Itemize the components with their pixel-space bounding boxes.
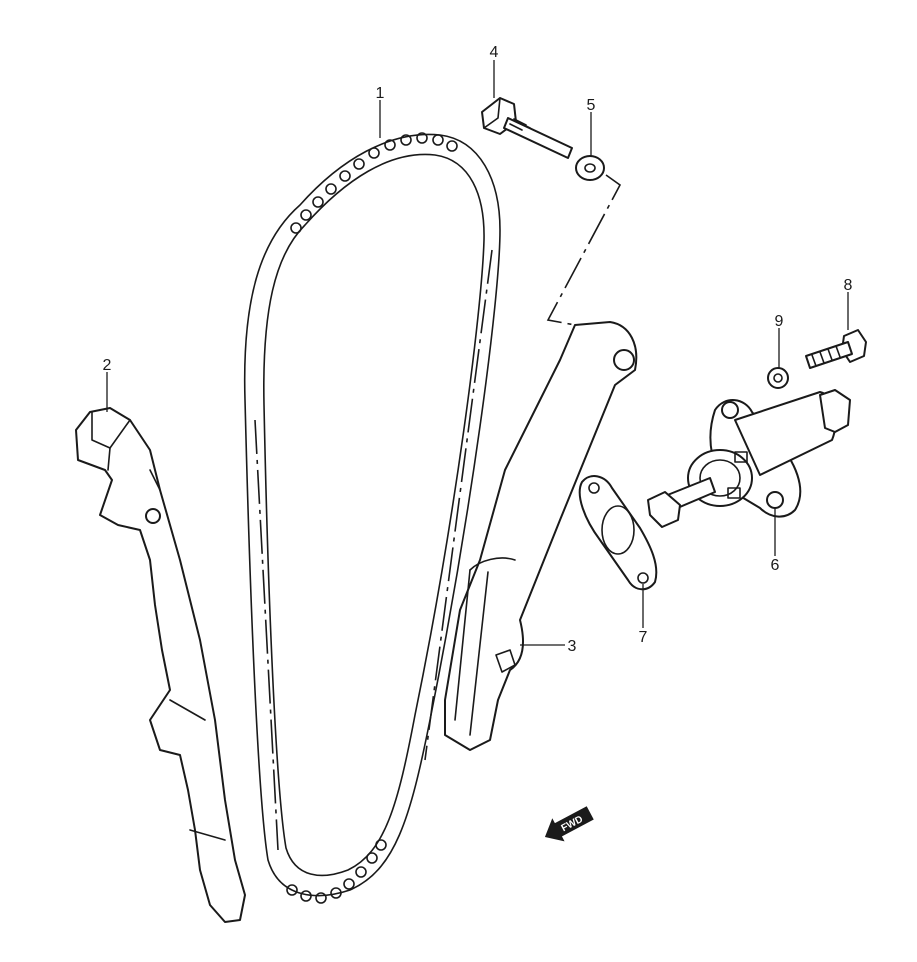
chain-links-top <box>290 132 458 234</box>
assembly-line <box>546 174 622 326</box>
callout-7: 7 <box>639 629 648 646</box>
callout-6: 6 <box>771 557 780 574</box>
callout-2: 2 <box>103 357 112 374</box>
cam-chain-guide[interactable] <box>75 407 246 923</box>
cam-chain[interactable] <box>243 132 501 904</box>
fwd-arrow-badge: FWD <box>544 806 594 842</box>
chain-tensioner-arm[interactable] <box>444 321 638 751</box>
callout-numbers: 1 2 3 4 5 6 7 8 9 <box>103 44 853 655</box>
chain-links-bottom <box>286 839 387 904</box>
washer-5[interactable] <box>575 155 605 181</box>
callout-9: 9 <box>775 313 784 330</box>
chain-tensioner-adjuster[interactable] <box>647 389 851 528</box>
fwd-arrow-icon <box>544 806 594 842</box>
tensioner-gasket[interactable] <box>578 475 658 591</box>
callout-3: 3 <box>568 638 577 655</box>
tensioner-bolt[interactable] <box>481 97 573 159</box>
adjuster-bolt[interactable] <box>805 329 867 369</box>
callout-4: 4 <box>490 44 499 61</box>
washer-9[interactable] <box>767 367 789 389</box>
leader-lines <box>106 60 849 646</box>
callout-1: 1 <box>376 85 385 102</box>
callout-8: 8 <box>844 277 853 294</box>
fwd-label: FWD <box>560 814 585 834</box>
callout-5: 5 <box>587 97 596 114</box>
